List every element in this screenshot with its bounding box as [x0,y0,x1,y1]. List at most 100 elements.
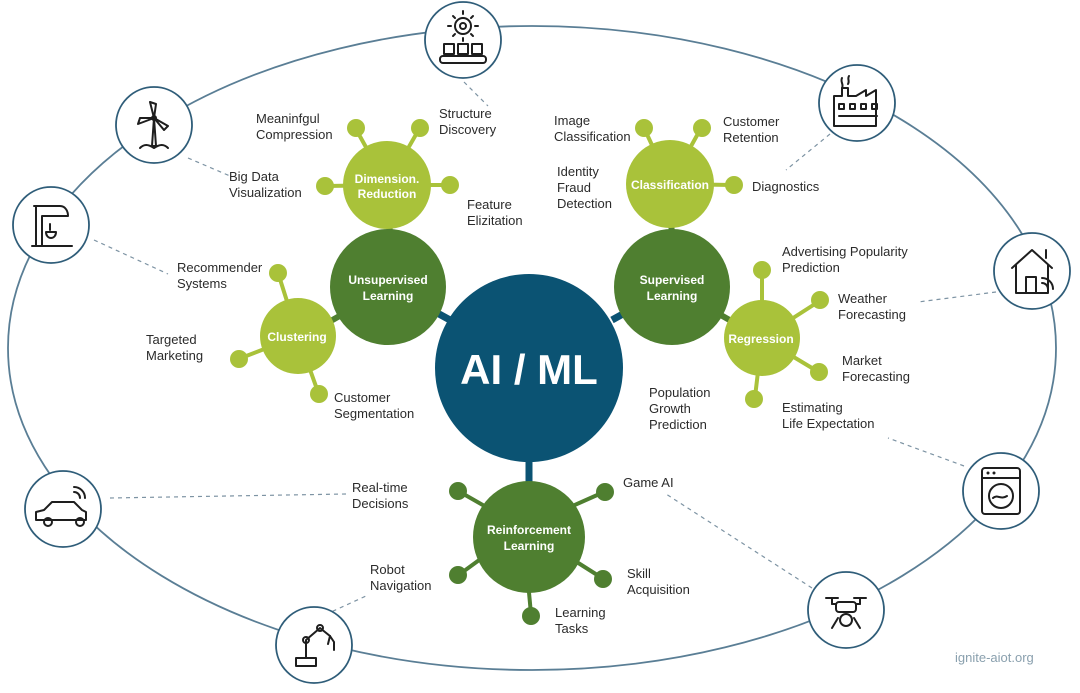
advertising-line-1: Advertising Popularity [782,244,908,259]
robot-line-1: Robot [370,562,405,577]
dimension-reduction-label: Dimension.Reduction [355,172,420,201]
skill-line-1: Skill [627,566,651,581]
segmentation-line-1: Customer [334,390,391,405]
fraud-line-1: Identity [557,164,599,179]
big-data-line-1: Big Data [229,169,280,184]
dimension-reduction-node [343,141,431,229]
life-line-1: Estimating [782,400,843,415]
reinforcement-word-1: Reinforcement [487,523,571,537]
supervised-learning-node [614,229,730,345]
ai-ml-center-node [435,274,623,462]
skill-line-2: Acquisition [627,582,690,597]
retention-line-2: Retention [723,130,779,145]
image-classification-line-1: Image [554,113,590,128]
industry-building-icon [818,64,896,142]
feature-line-1: Feature [467,197,512,212]
stand-mixer-icon [12,186,90,264]
feature-line-2: Elizitation [467,213,523,228]
supervised-word-2: Learning [647,289,698,303]
meaningful-compression-line-1: Meaninfgul [256,111,320,126]
classification-node [626,140,714,228]
unsupervised-word-2: Learning [363,289,414,303]
realtime-line-2: Decisions [352,496,409,511]
recommender-line-1: Recommender [177,260,263,275]
subcategory-nodes [230,119,829,408]
targeted-line-1: Targeted [146,332,197,347]
weather-line-2: Forecasting [838,307,906,322]
meaningful-compression-line-2: Compression [256,127,333,142]
market-line-1: Market [842,353,882,368]
tasks-line-1: Learning [555,605,606,620]
factory-gears-icon [424,1,502,79]
population-line-1: Population [649,385,710,400]
wind-turbine-icon [115,86,193,164]
label-game-ai: Game AI [623,475,674,490]
unsupervised-word-1: Unsupervised [348,273,427,287]
orbit-ring [7,25,1057,671]
supervised-word-1: Supervised [640,273,705,287]
tasks-line-2: Tasks [555,621,589,636]
market-line-2: Forecasting [842,369,910,384]
reinforcement-word-2: Learning [504,539,555,553]
fraud-line-2: Fraud [557,180,591,195]
structure-discovery-line-2: Discovery [439,122,497,137]
retention-line-1: Customer [723,114,780,129]
clustering-label: Clustering [267,330,326,344]
drone-icon [807,571,885,649]
clustering-node [260,298,336,374]
recommender-line-2: Systems [177,276,227,291]
population-line-2: Growth [649,401,691,416]
reinforcement-learning-node [473,481,585,593]
regression-node [724,300,800,376]
segmentation-line-2: Segmentation [334,406,414,421]
unsupervised-learning-node [330,229,446,345]
regression-label: Regression [728,332,793,346]
dimension-reduction-word-1: Dimension. [355,172,420,186]
dimension-reduction-word-2: Reduction [358,187,417,201]
realtime-line-1: Real-time [352,480,408,495]
watermark: ignite-aiot.org [955,650,1034,665]
targeted-line-2: Marketing [146,348,203,363]
connected-car-icon [24,470,102,548]
life-line-2: Life Expectation [782,416,875,431]
weather-line-1: Weather [838,291,888,306]
classification-label: Classification [631,178,709,192]
advertising-line-2: Prediction [782,260,840,275]
reinforcement-nodes [449,482,614,625]
robot-line-2: Navigation [370,578,431,593]
smart-home-icon [993,232,1071,310]
label-diagnostics: Diagnostics [752,179,820,194]
robot-arm-icon [275,606,353,684]
structure-discovery-line-1: Structure [439,106,492,121]
image-classification-line-2: Classification [554,129,631,144]
fraud-line-3: Detection [557,196,612,211]
big-data-line-2: Visualization [229,185,302,200]
center-label: AI / ML [460,346,598,393]
washing-machine-icon [962,452,1040,530]
population-line-3: Prediction [649,417,707,432]
